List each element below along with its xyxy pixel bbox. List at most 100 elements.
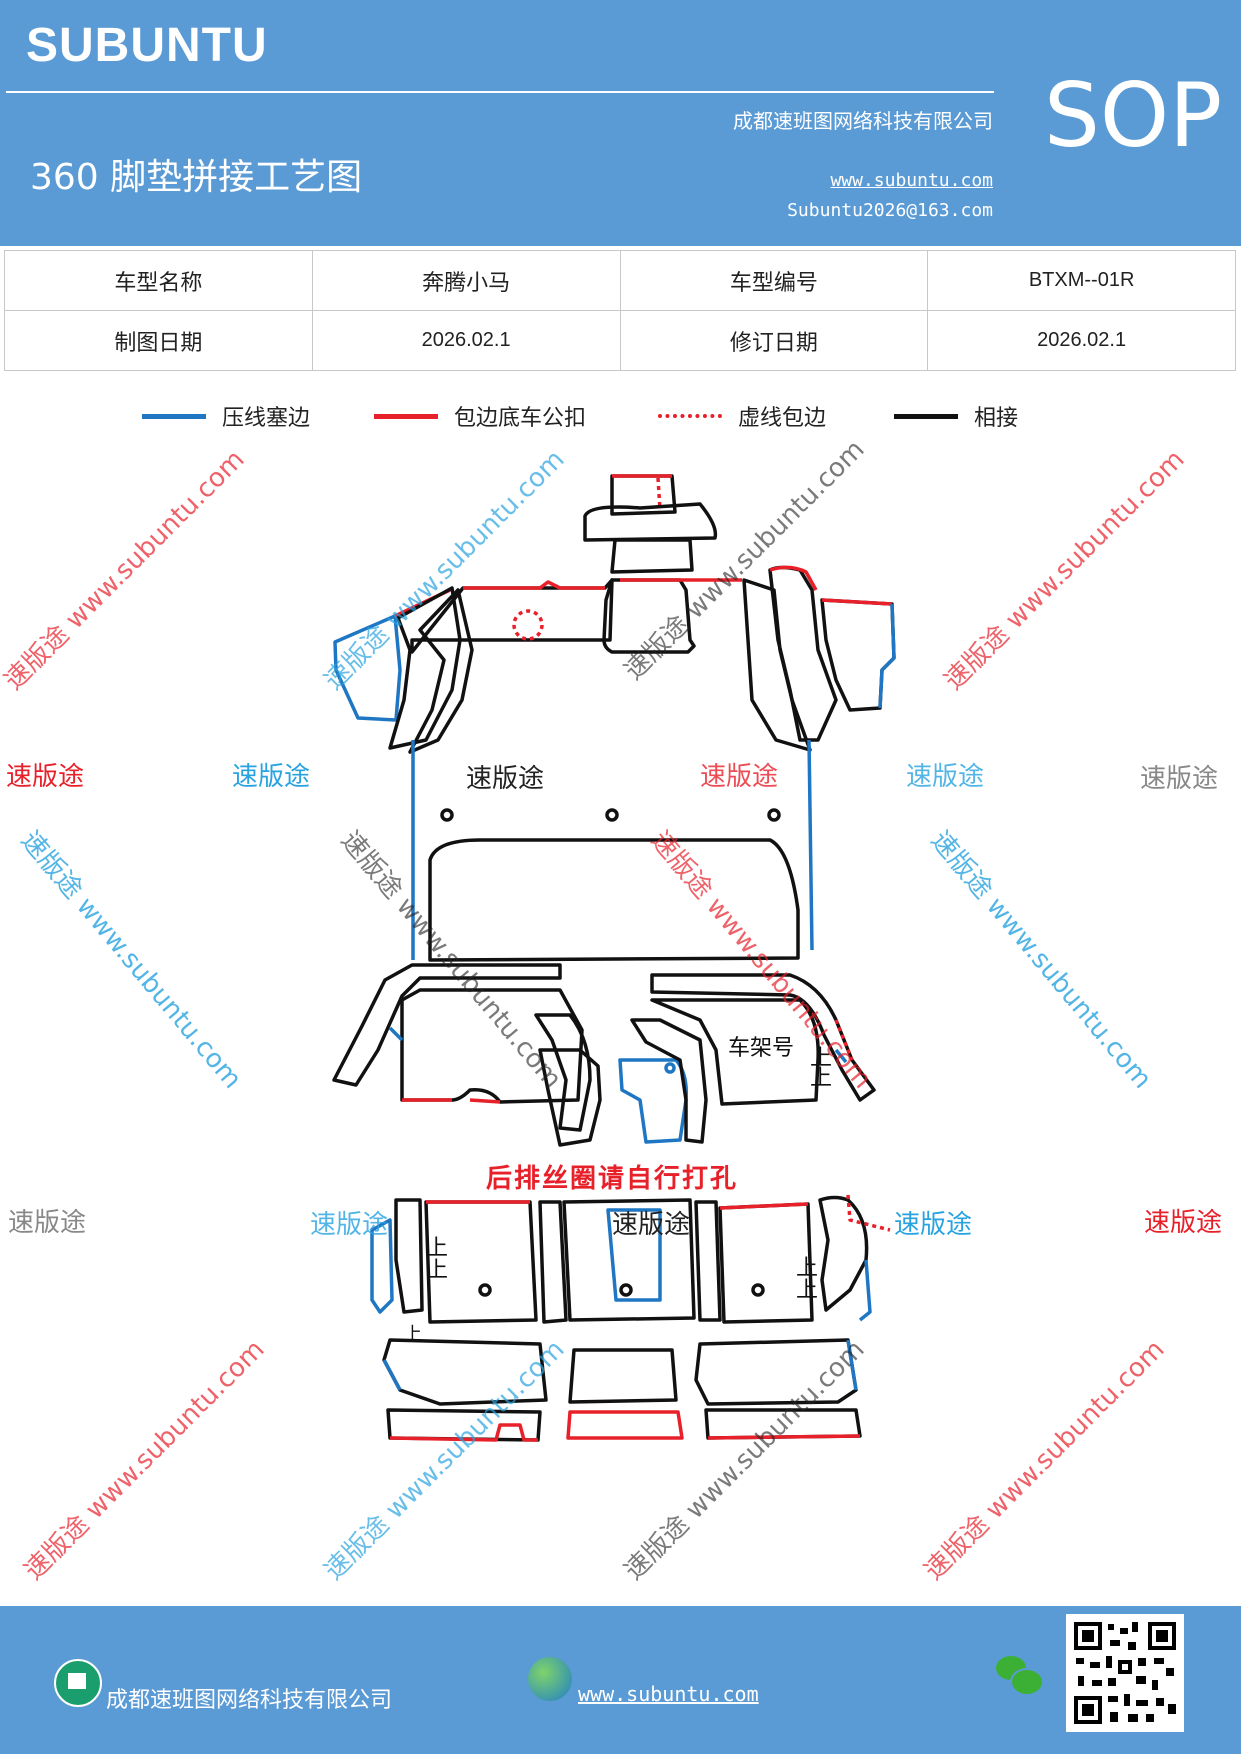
brand-logo: SUBUNTU (26, 19, 268, 72)
footer-company-item: 成都速班图网络科技有限公司 (54, 1652, 392, 1714)
row2-right-wheel-dotted (834, 1019, 854, 1061)
rear-right-mat-top (719, 1202, 809, 1210)
right-strip-top-edge (769, 565, 818, 591)
table-row: 车型名称 奔腾小马 车型编号 BTXM--01R (4, 250, 1236, 311)
watermark-brand: 速版途 (612, 1210, 691, 1240)
front-left-dotted-hole (512, 609, 544, 641)
hole (478, 1283, 492, 1297)
up-label: 上 (426, 1236, 449, 1261)
console-tray (583, 502, 718, 542)
row2-left-wheel (332, 963, 562, 1087)
revise-date-value: 2026.02.1 (927, 310, 1236, 371)
console-lower (610, 538, 694, 574)
floor-mat-diagram: 车架号 上 上 上 上 上 上 上 后排丝圈请自行打孔 速版途 速版途 速版途 … (0, 434, 1241, 1600)
rear-drill-note: 后排丝圈请自行打孔 (486, 1164, 739, 1194)
watermark-brand: 速版途 (700, 762, 779, 792)
rear-right-dotted (846, 1194, 891, 1232)
up-label: 上 (810, 1046, 833, 1071)
model-code-label: 车型编号 (619, 250, 929, 311)
mid-main-mat (428, 838, 800, 962)
rear-right-blue (858, 1259, 872, 1322)
revise-date-label: 修订日期 (619, 310, 929, 371)
watermark-brand: 速版途 (6, 762, 85, 792)
info-table: 车型名称 奔腾小马 车型编号 BTXM--01R 制图日期 2026.02.1 … (4, 250, 1236, 371)
legend-item-press-line: 压线塞边 (142, 400, 310, 432)
legend-label: 虚线包边 (738, 406, 827, 431)
rear-center-left-strip (538, 1200, 568, 1324)
hole (440, 808, 454, 822)
hole (664, 1062, 676, 1074)
legend-swatch-red (374, 413, 438, 419)
draw-date-value: 2026.02.1 (311, 310, 621, 371)
right-strip-outer-top (821, 598, 893, 606)
right-strip-outer-side (878, 603, 896, 709)
rear-left-side (370, 1218, 394, 1314)
rear-right-wheel (818, 1195, 869, 1312)
row2-left-bottom-edge (402, 1098, 501, 1104)
hole (751, 1283, 765, 1297)
left-strip-inner (408, 588, 474, 754)
row2-left-body (400, 988, 584, 1104)
watermark-brand: 速版途 (1140, 764, 1219, 794)
mat-pieces-svg (332, 474, 896, 1442)
watermark-brand: 速版途 (8, 1208, 87, 1238)
header-email: Subuntu2026@163.com (787, 200, 993, 221)
row2-right-wheel (650, 973, 876, 1102)
footer-company: 成都速班图网络科技有限公司 (106, 1688, 393, 1713)
row2-right-wheel-blue (834, 1048, 848, 1064)
qr-code (1066, 1614, 1184, 1732)
wechat-icon[interactable] (996, 1656, 1044, 1696)
document-title: 360 脚垫拼接工艺图 (30, 157, 363, 198)
header-website-link[interactable]: www.subuntu.com (830, 170, 993, 191)
legend-label: 相接 (974, 406, 1019, 431)
legend-label: 包边底车公扣 (454, 406, 587, 431)
watermark-brand: 速版途 (232, 762, 311, 792)
model-name-value: 奔腾小马 (311, 250, 621, 311)
rear-left-lower-blue (382, 1359, 402, 1391)
up-label: 上 (426, 1258, 449, 1283)
up-label: 上 (810, 1066, 833, 1091)
legend-swatch-red-dotted (658, 414, 722, 418)
legend-item-join: 相接 (894, 400, 1018, 432)
legend-swatch-black (894, 413, 958, 419)
legend-swatch-blue (142, 413, 206, 419)
footer: 成都速班图网络科技有限公司 www.subuntu.com (0, 1606, 1241, 1754)
rear-right-lower-blue (846, 1339, 858, 1391)
up-label: 上 (404, 1324, 422, 1345)
rear-center-mat (562, 1198, 696, 1322)
rear-center-tunnel (606, 1208, 662, 1302)
model-name-label: 车型名称 (4, 250, 313, 311)
front-center-tunnel (602, 578, 696, 654)
front-left-top-edge (463, 580, 605, 590)
header: SUBUNTU 360 脚垫拼接工艺图 成都速班图网络科技有限公司 www.su… (0, 0, 1241, 246)
row2-left-riser (538, 1048, 602, 1147)
row2-right-riser (630, 1018, 708, 1144)
legend-item-edge-clip: 包边底车公扣 (374, 400, 586, 432)
qr-code-image (1074, 1622, 1176, 1724)
up-label: 上 (796, 1256, 819, 1281)
footer-website-item: www.subuntu.com (528, 1652, 759, 1706)
legend: 压线塞边 包边底车公扣 虚线包边 相接 (0, 400, 1241, 440)
hole (619, 1283, 633, 1297)
globe-icon (528, 1657, 572, 1701)
footer-website-link[interactable]: www.subuntu.com (578, 1682, 759, 1706)
rear-center-lower (568, 1348, 678, 1404)
watermark-brand: 速版途 (466, 764, 545, 794)
left-strip-mid (388, 586, 462, 750)
header-divider (6, 91, 994, 93)
rear-right-strip (694, 1200, 722, 1322)
watermark-brand: 速版途 (310, 1210, 389, 1240)
watermark-brand: 速版途 (1144, 1208, 1223, 1238)
legend-label: 压线塞边 (222, 406, 311, 431)
right-strip-inner (768, 565, 838, 742)
row2-tunnel (618, 1058, 689, 1144)
frame-number-label: 车架号 (728, 1036, 795, 1061)
watermark-brand: 速版途 (906, 762, 985, 792)
rear-left-bottom-edge (389, 1423, 538, 1442)
watermark-brand: 速版途 (894, 1210, 973, 1240)
header-company: 成都速班图网络科技有限公司 (733, 109, 993, 133)
hole (767, 808, 781, 822)
model-code-value: BTXM--01R (927, 250, 1236, 311)
draw-date-label: 制图日期 (4, 310, 313, 371)
top-center-dotted (656, 477, 662, 511)
